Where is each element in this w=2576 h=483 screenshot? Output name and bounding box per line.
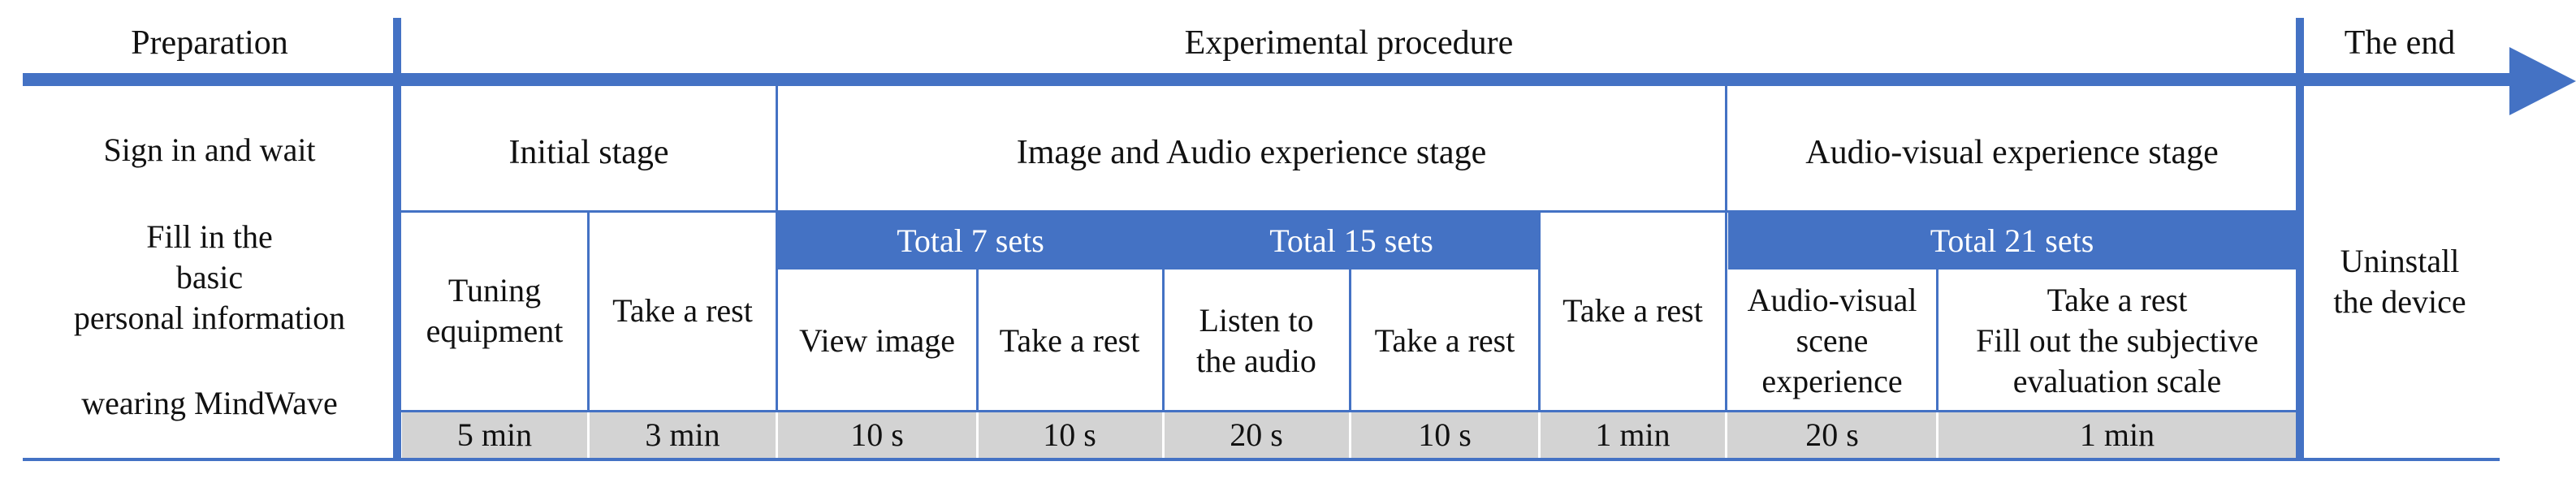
grid-step-divider-4 bbox=[1349, 270, 1351, 412]
grid-bottom-line bbox=[23, 458, 2500, 461]
set-band-audio-visual: Total 21 sets bbox=[1728, 213, 2296, 270]
duration-view-image: 10 s bbox=[778, 412, 976, 458]
prep-wearing-mindwave: wearing MindWave bbox=[81, 385, 338, 421]
step-rest-initial: Take a rest bbox=[612, 292, 753, 329]
duration-tuning: 5 min bbox=[402, 412, 587, 458]
grid-step-divider-3 bbox=[1162, 270, 1165, 412]
end-uninstall-device: Uninstall the device bbox=[2333, 243, 2466, 320]
duration-audio-visual: 20 s bbox=[1728, 412, 1936, 458]
set-band-audio: Total 15 sets bbox=[1163, 213, 1540, 270]
timeline-arrow-shaft bbox=[23, 73, 2520, 86]
grid-stage-bottom-line bbox=[401, 210, 2296, 213]
duration-rest-audio: 10 s bbox=[1351, 412, 1538, 458]
duration-rest-evaluation: 1 min bbox=[1938, 412, 2296, 458]
divider-prep-experimental bbox=[393, 18, 401, 460]
phase-preparation: Preparation bbox=[131, 24, 288, 62]
duration-rest-image: 10 s bbox=[978, 412, 1161, 458]
duration-separator-3 bbox=[976, 412, 979, 458]
grid-stage-divider-2 bbox=[1725, 86, 1727, 412]
duration-rest-initial: 3 min bbox=[590, 412, 776, 458]
step-rest-between: Take a rest bbox=[1562, 292, 1703, 329]
duration-separator-7 bbox=[1725, 412, 1727, 458]
phase-the-end: The end bbox=[2344, 24, 2456, 62]
set-band-image: Total 7 sets bbox=[778, 213, 1163, 270]
step-rest-image: Take a rest bbox=[999, 322, 1140, 359]
step-rest-evaluation: Take a rest Fill out the subjective eval… bbox=[1976, 282, 2258, 399]
duration-separator-8 bbox=[1936, 412, 1938, 458]
grid-stage-divider-1 bbox=[776, 86, 778, 412]
duration-rest-between: 1 min bbox=[1541, 412, 1725, 458]
duration-separator-2 bbox=[776, 412, 778, 458]
step-listen-audio: Listen to the audio bbox=[1196, 302, 1316, 379]
step-rest-audio: Take a rest bbox=[1374, 322, 1515, 359]
stage-image-audio: Image and Audio experience stage bbox=[1016, 133, 1487, 171]
duration-separator-1 bbox=[587, 412, 590, 458]
grid-step-divider-1 bbox=[587, 213, 590, 412]
grid-step-divider-2 bbox=[976, 270, 979, 412]
step-view-image: View image bbox=[799, 322, 955, 359]
grid-step-divider-6 bbox=[1936, 270, 1938, 412]
grid-steps-bottom-line bbox=[401, 410, 2296, 412]
duration-separator-5 bbox=[1349, 412, 1351, 458]
prep-sign-in: Sign in and wait bbox=[103, 132, 316, 168]
step-tuning-equipment: Tuning equipment bbox=[426, 272, 564, 349]
duration-separator-6 bbox=[1538, 412, 1541, 458]
prep-fill-in-info: Fill in the basic personal information bbox=[73, 218, 346, 336]
stage-initial: Initial stage bbox=[508, 133, 669, 171]
phase-experimental-procedure: Experimental procedure bbox=[1184, 24, 1514, 62]
stage-audio-visual: Audio-visual experience stage bbox=[1805, 133, 2219, 171]
step-audio-visual-scene: Audio-visual scene experience bbox=[1747, 282, 1917, 399]
timeline-arrow-head bbox=[2509, 47, 2576, 115]
duration-listen-audio: 20 s bbox=[1164, 412, 1349, 458]
duration-separator-4 bbox=[1162, 412, 1165, 458]
divider-experimental-end bbox=[2296, 18, 2304, 460]
grid-step-divider-5 bbox=[1538, 213, 1541, 412]
